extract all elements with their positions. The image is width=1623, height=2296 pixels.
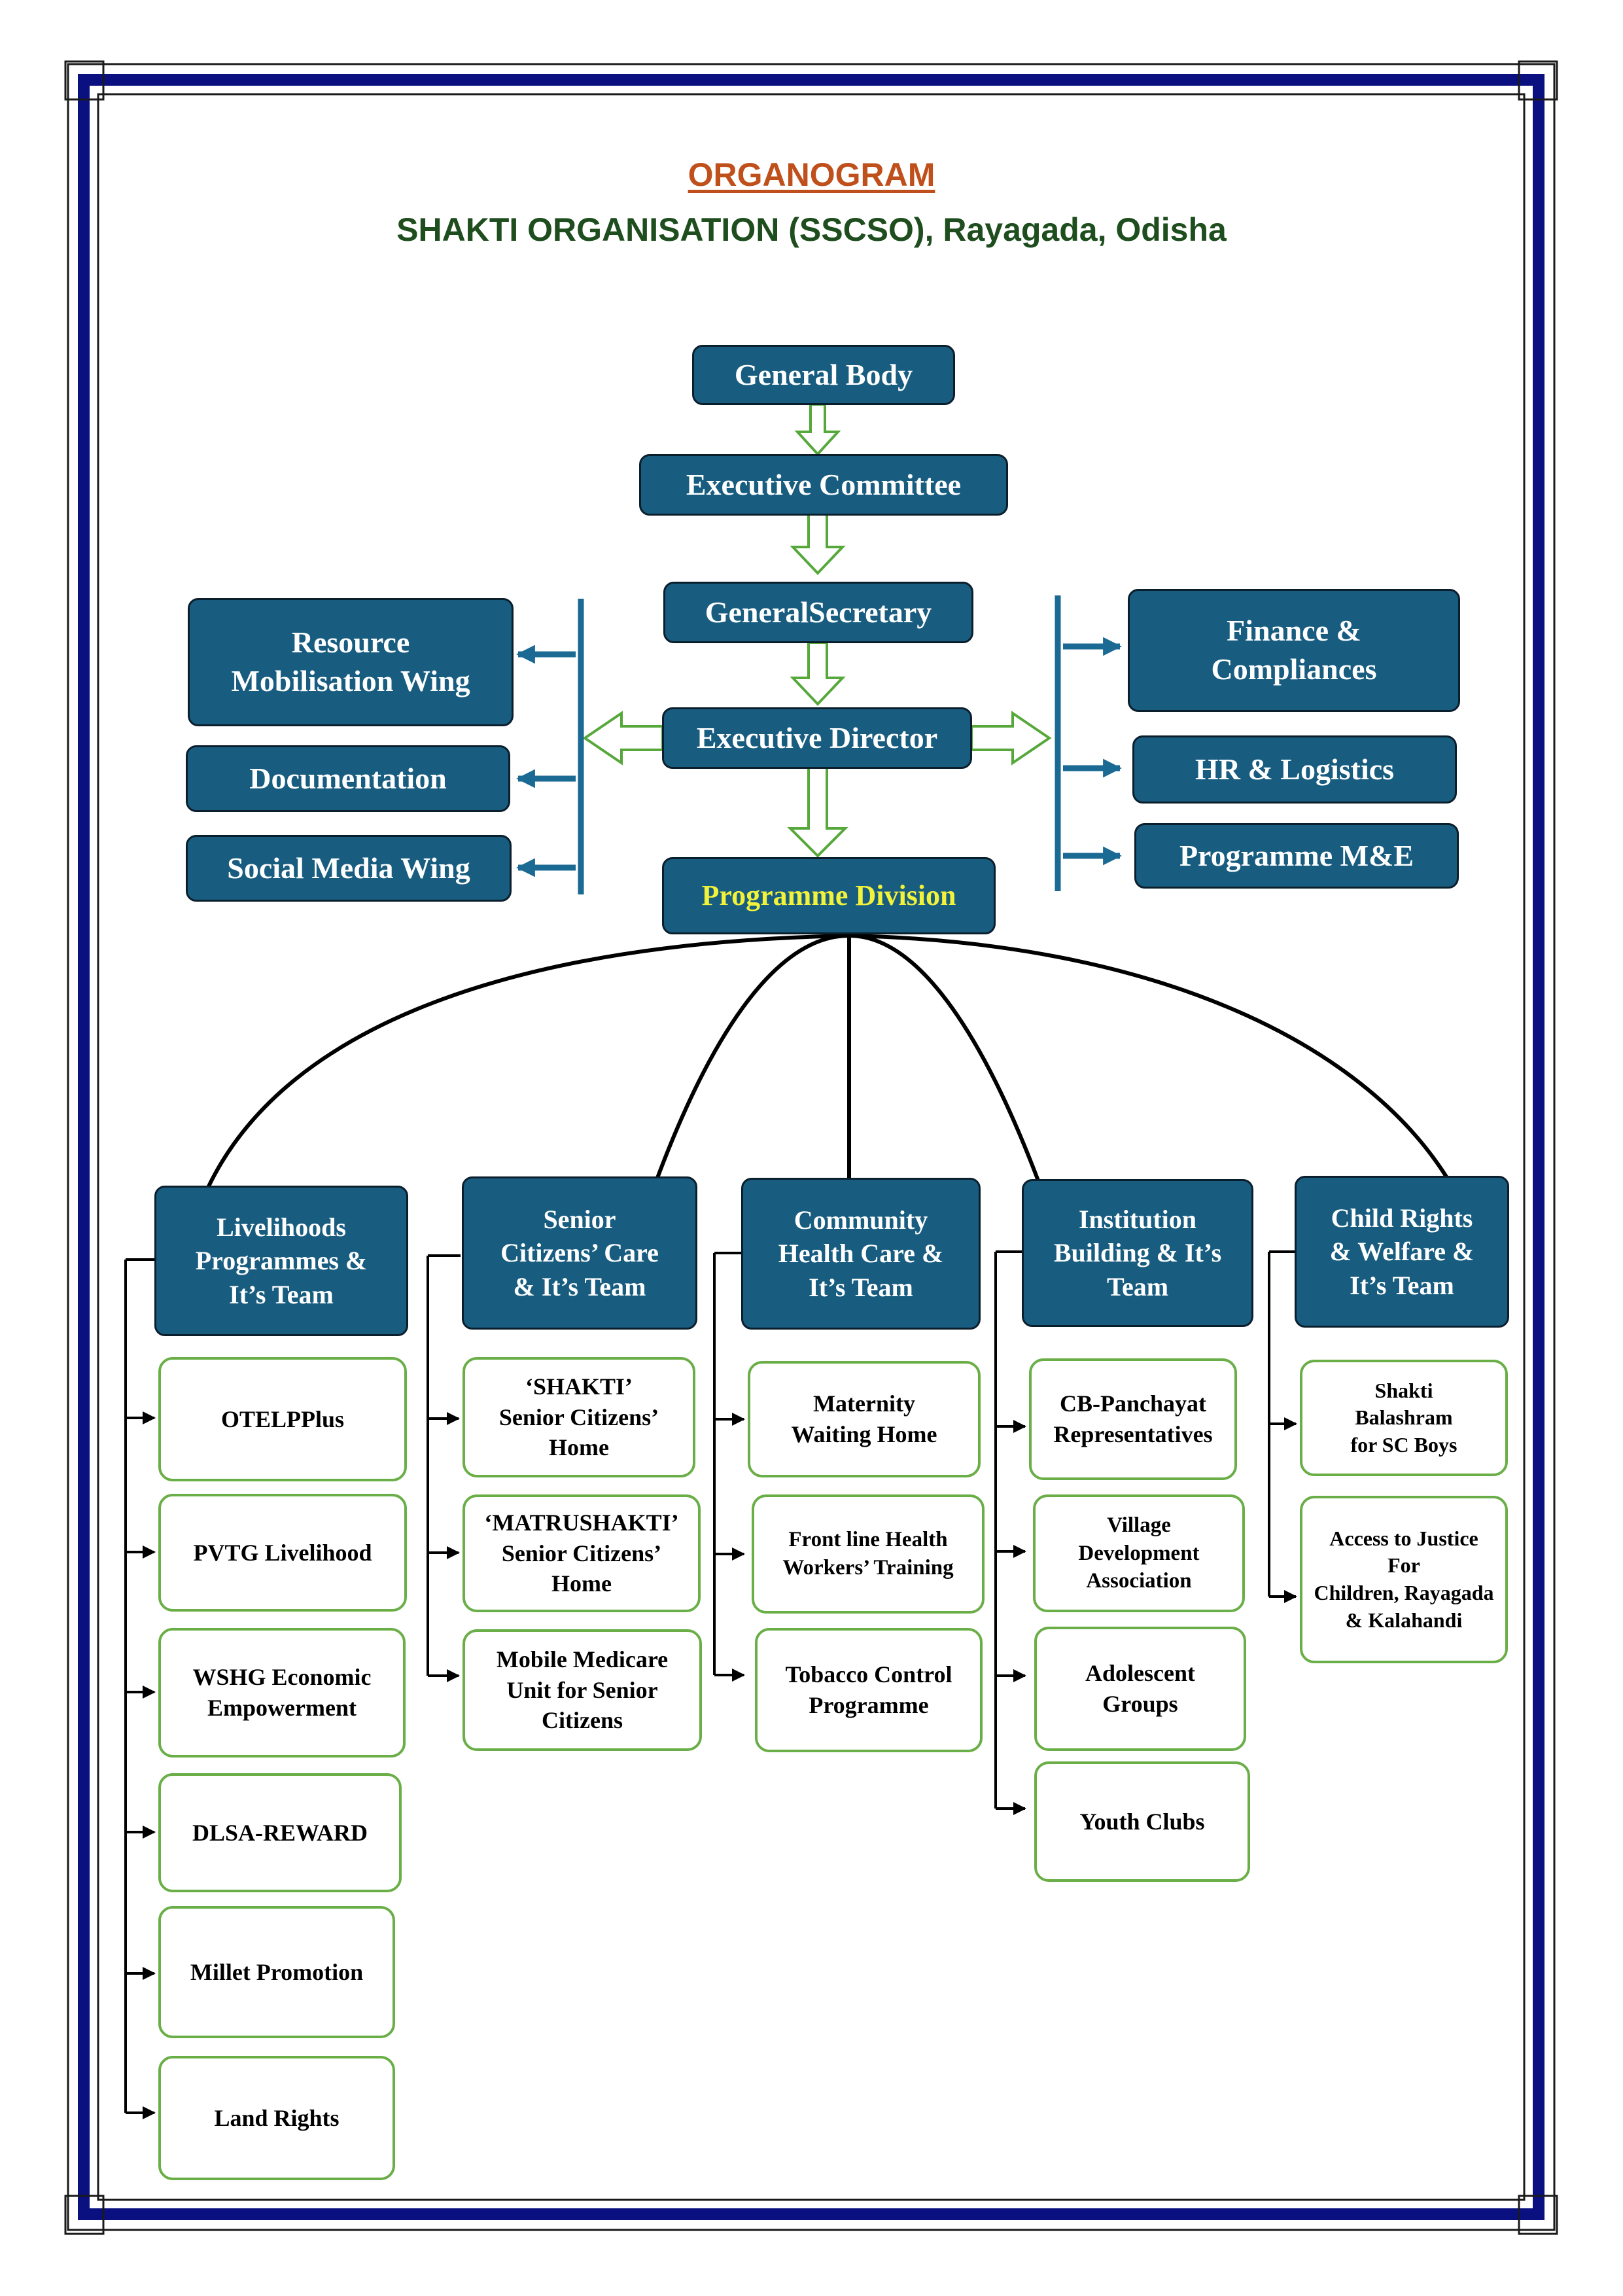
- item-shakti-balashram: Shakti Balashram for SC Boys: [1300, 1360, 1508, 1476]
- item-shakti-senior-citizens-home: ‘SHAKTI’ Senior Citizens’ Home: [462, 1357, 695, 1477]
- director-side-arrows: [582, 711, 1052, 766]
- wing-connectors: [516, 595, 1122, 894]
- programme-me-box: Programme M&E: [1134, 823, 1459, 889]
- item-tobacco-control-programme: Tobacco Control Programme: [755, 1628, 983, 1752]
- division-head-community-health: Community Health Care & It’s Team: [741, 1178, 981, 1330]
- item-land-rights: Land Rights: [158, 2056, 395, 2180]
- division-head-livelihoods: Livelihoods Programmes & It’s Team: [154, 1186, 408, 1336]
- general-body-box: General Body: [692, 345, 955, 405]
- item-wshg-economic-empowerment: WSHG Economic Empowerment: [158, 1628, 406, 1757]
- executive-committee-box: Executive Committee: [639, 454, 1008, 516]
- page-title: ORGANOGRAM: [688, 156, 935, 193]
- programme-division-box: Programme Division: [662, 857, 996, 934]
- item-mobile-medicare-unit: Mobile Medicare Unit for Senior Citizens: [462, 1629, 702, 1751]
- item-maternity-waiting-home: Maternity Waiting Home: [748, 1361, 981, 1477]
- hr-logistics-box: HR & Logistics: [1132, 735, 1457, 804]
- item-pvtg-livelihood: PVTG Livelihood: [158, 1494, 407, 1612]
- division-head-child-rights: Child Rights & Welfare & It’s Team: [1295, 1176, 1509, 1328]
- division-head-institution-building: Institution Building & It’s Team: [1022, 1179, 1253, 1327]
- finance-compliances-box: Finance & Compliances: [1128, 589, 1460, 712]
- general-secretary-box: GeneralSecretary: [663, 582, 973, 643]
- chain-down-arrows: [787, 403, 848, 858]
- item-dlsa-reward: DLSA-REWARD: [158, 1773, 402, 1892]
- item-millet-promotion: Millet Promotion: [158, 1906, 395, 2038]
- item-village-development-association: Village Development Association: [1033, 1494, 1245, 1612]
- item-otelpplus: OTELPPlus: [158, 1357, 407, 1481]
- item-cb-panchayat-representatives: CB-Panchayat Representatives: [1029, 1358, 1237, 1480]
- item-adolescent-groups: Adolescent Groups: [1034, 1627, 1246, 1751]
- social-media-wing-box: Social Media Wing: [186, 835, 512, 902]
- resource-mobilisation-wing-box: Resource Mobilisation Wing: [188, 598, 514, 726]
- executive-director-box: Executive Director: [662, 707, 972, 769]
- page-subtitle: SHAKTI ORGANISATION (SSCSO), Rayagada, O…: [396, 211, 1227, 248]
- division-links: [206, 934, 1449, 1189]
- documentation-box: Documentation: [186, 745, 510, 812]
- item-matrushakti-senior-citizens-home: ‘MATRUSHAKTI’ Senior Citizens’ Home: [462, 1494, 701, 1612]
- item-access-to-justice: Access to Justice For Children, Rayagada…: [1300, 1496, 1508, 1663]
- item-youth-clubs: Youth Clubs: [1034, 1761, 1250, 1882]
- sub-item-brackets: [124, 1250, 1302, 2119]
- division-head-senior-citizens: Senior Citizens’ Care & It’s Team: [462, 1176, 697, 1330]
- page-border: [64, 60, 1558, 2235]
- item-frontline-health-workers-training: Front line Health Workers’ Training: [752, 1494, 985, 1614]
